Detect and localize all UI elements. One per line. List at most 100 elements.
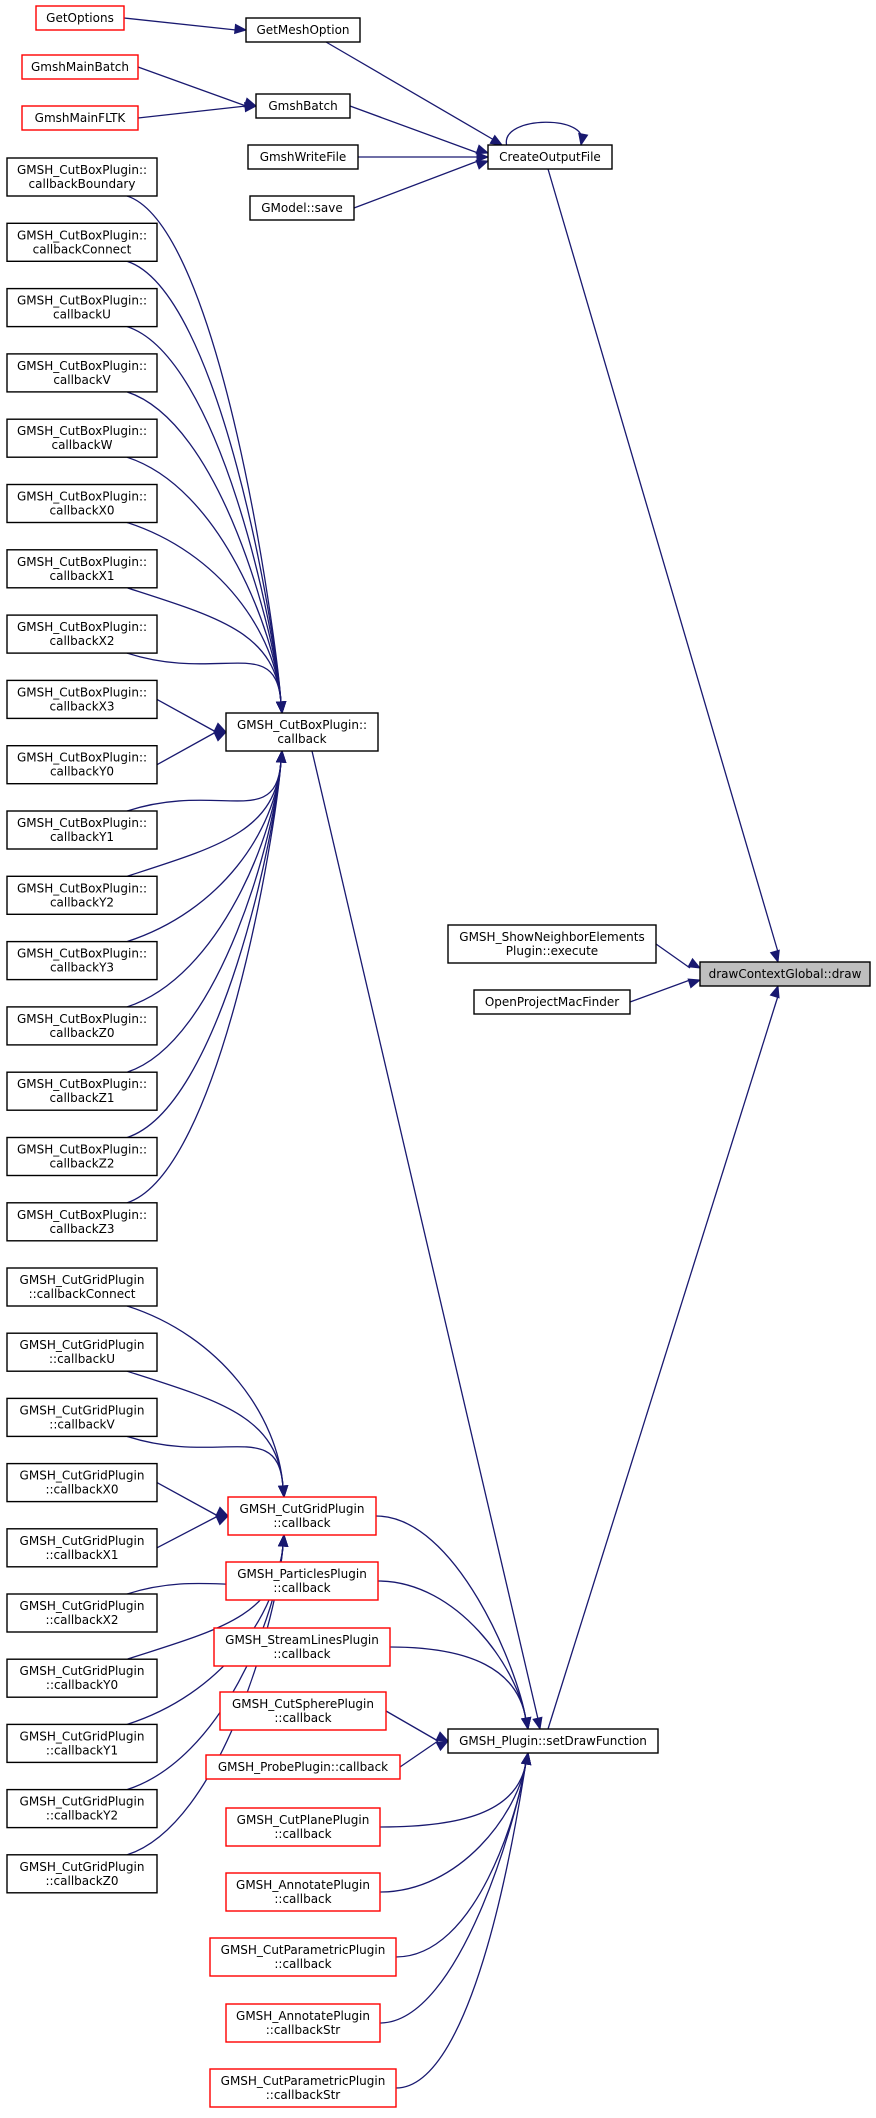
node-cbY2[interactable]: GMSH_CutBoxPlugin::callbackY2 bbox=[6, 875, 158, 915]
node-box-gmshMainFLTK[interactable] bbox=[21, 105, 139, 131]
node-box-gmshWriteFile[interactable] bbox=[247, 144, 359, 170]
node-box-cbZ3[interactable] bbox=[6, 1202, 158, 1242]
node-box-cbU[interactable] bbox=[6, 287, 158, 328]
node-cbU[interactable]: GMSH_CutBoxPlugin::callbackU bbox=[6, 287, 158, 328]
node-box-cutPlaneCallback[interactable] bbox=[225, 1807, 381, 1847]
node-annotateCallback[interactable]: GMSH_AnnotatePlugin::callback bbox=[225, 1872, 381, 1912]
node-cbBoundary[interactable]: GMSH_CutBoxPlugin::callbackBoundary bbox=[6, 157, 158, 197]
node-box-cbX2[interactable] bbox=[6, 614, 158, 654]
node-cgConnect[interactable]: GMSH_CutGridPlugin::callbackConnect bbox=[6, 1267, 158, 1307]
node-cbY1[interactable]: GMSH_CutBoxPlugin::callbackY1 bbox=[6, 810, 158, 850]
node-cgX2[interactable]: GMSH_CutGridPlugin::callbackX2 bbox=[6, 1593, 158, 1633]
node-cbZ1[interactable]: GMSH_CutBoxPlugin::callbackZ1 bbox=[6, 1071, 158, 1111]
node-cutParametricCallbackStr[interactable]: GMSH_CutParametricPlugin::callbackStr bbox=[209, 2068, 397, 2108]
node-box-probeCallback[interactable] bbox=[205, 1754, 401, 1780]
node-cgY2[interactable]: GMSH_CutGridPlugin::callbackY2 bbox=[6, 1788, 158, 1829]
node-box-cbZ2[interactable] bbox=[6, 1136, 158, 1177]
node-getOptions[interactable]: GetOptions bbox=[35, 5, 125, 31]
node-box-streamLinesCallback[interactable] bbox=[213, 1627, 391, 1667]
node-cutBoxCallback[interactable]: GMSH_CutBoxPlugin::callback bbox=[225, 712, 379, 752]
node-box-cgZ0[interactable] bbox=[6, 1854, 158, 1894]
node-cgX1[interactable]: GMSH_CutGridPlugin::callbackX1 bbox=[6, 1528, 158, 1568]
node-probeCallback[interactable]: GMSH_ProbePlugin::callback bbox=[205, 1754, 401, 1780]
node-box-setDrawFunction[interactable] bbox=[447, 1728, 659, 1754]
node-box-cbY3[interactable] bbox=[6, 940, 158, 981]
node-box-cbY1[interactable] bbox=[6, 810, 158, 850]
node-box-showNeighbor[interactable] bbox=[447, 924, 657, 964]
node-box-cbV[interactable] bbox=[6, 353, 158, 393]
node-box-annotateCallback[interactable] bbox=[225, 1872, 381, 1912]
node-box-cgConnect[interactable] bbox=[6, 1267, 158, 1307]
node-box-cgX0[interactable] bbox=[6, 1462, 158, 1503]
node-box-openProjectMac[interactable] bbox=[473, 989, 631, 1015]
node-box-cutParametricCallback[interactable] bbox=[209, 1937, 397, 1977]
node-box-cutSphereCallback[interactable] bbox=[219, 1691, 387, 1731]
node-getMeshOption[interactable]: GetMeshOption bbox=[245, 17, 361, 43]
node-annotateCallbackStr[interactable]: GMSH_AnnotatePlugin::callbackStr bbox=[225, 2003, 381, 2043]
node-box-cbY0[interactable] bbox=[6, 745, 158, 785]
node-cgU[interactable]: GMSH_CutGridPlugin::callbackU bbox=[6, 1332, 158, 1372]
node-box-cgV[interactable] bbox=[6, 1397, 158, 1438]
node-gmshBatch[interactable]: GmshBatch bbox=[255, 93, 351, 119]
node-box-cgU[interactable] bbox=[6, 1332, 158, 1372]
node-box-particlesCallback[interactable] bbox=[225, 1561, 379, 1601]
node-gmshWriteFile[interactable]: GmshWriteFile bbox=[247, 144, 359, 170]
node-cutPlaneCallback[interactable]: GMSH_CutPlanePlugin::callback bbox=[225, 1807, 381, 1847]
node-cutGridCallback[interactable]: GMSH_CutGridPlugin::callback bbox=[227, 1496, 377, 1536]
node-setDrawFunction[interactable]: GMSH_Plugin::setDrawFunction bbox=[447, 1728, 659, 1754]
node-createOutputFile[interactable]: CreateOutputFile bbox=[487, 144, 613, 170]
node-cgY0[interactable]: GMSH_CutGridPlugin::callbackY0 bbox=[6, 1658, 158, 1698]
node-cutSphereCallback[interactable]: GMSH_CutSpherePlugin::callback bbox=[219, 1691, 387, 1731]
node-cgX0[interactable]: GMSH_CutGridPlugin::callbackX0 bbox=[6, 1462, 158, 1503]
node-box-cbBoundary[interactable] bbox=[6, 157, 158, 197]
node-cgZ0[interactable]: GMSH_CutGridPlugin::callbackZ0 bbox=[6, 1854, 158, 1894]
node-cbY3[interactable]: GMSH_CutBoxPlugin::callbackY3 bbox=[6, 940, 158, 981]
node-gmshMainFLTK[interactable]: GmshMainFLTK bbox=[21, 105, 139, 131]
node-cbConnect[interactable]: GMSH_CutBoxPlugin::callbackConnect bbox=[6, 222, 158, 263]
node-box-gmshBatch[interactable] bbox=[255, 93, 351, 119]
node-box-annotateCallbackStr[interactable] bbox=[225, 2003, 381, 2043]
node-draw[interactable]: drawContextGlobal::draw bbox=[699, 961, 871, 987]
node-cgV[interactable]: GMSH_CutGridPlugin::callbackV bbox=[6, 1397, 158, 1438]
node-box-cbZ0[interactable] bbox=[6, 1006, 158, 1046]
node-box-cbY2[interactable] bbox=[6, 875, 158, 915]
node-particlesCallback[interactable]: GMSH_ParticlesPlugin::callback bbox=[225, 1561, 379, 1601]
node-box-cbX1[interactable] bbox=[6, 549, 158, 589]
node-box-getOptions[interactable] bbox=[35, 5, 125, 31]
node-cbZ0[interactable]: GMSH_CutBoxPlugin::callbackZ0 bbox=[6, 1006, 158, 1046]
node-box-cbConnect[interactable] bbox=[6, 222, 158, 263]
node-box-cgY2[interactable] bbox=[6, 1788, 158, 1829]
node-cbW[interactable]: GMSH_CutBoxPlugin::callbackW bbox=[6, 418, 158, 458]
node-box-getMeshOption[interactable] bbox=[245, 17, 361, 43]
node-box-cgX2[interactable] bbox=[6, 1593, 158, 1633]
node-cutParametricCallback[interactable]: GMSH_CutParametricPlugin::callback bbox=[209, 1937, 397, 1977]
node-box-draw[interactable] bbox=[699, 961, 871, 987]
node-cbX0[interactable]: GMSH_CutBoxPlugin::callbackX0 bbox=[6, 483, 158, 524]
node-cgY1[interactable]: GMSH_CutGridPlugin::callbackY1 bbox=[6, 1723, 158, 1764]
node-box-gmodelSave[interactable] bbox=[249, 195, 355, 221]
node-box-cbX0[interactable] bbox=[6, 483, 158, 524]
node-box-cgX1[interactable] bbox=[6, 1528, 158, 1568]
node-box-cbW[interactable] bbox=[6, 418, 158, 458]
node-cbY0[interactable]: GMSH_CutBoxPlugin::callbackY0 bbox=[6, 745, 158, 785]
node-streamLinesCallback[interactable]: GMSH_StreamLinesPlugin::callback bbox=[213, 1627, 391, 1667]
node-box-createOutputFile[interactable] bbox=[487, 144, 613, 170]
node-cbX1[interactable]: GMSH_CutBoxPlugin::callbackX1 bbox=[6, 549, 158, 589]
node-cbX3[interactable]: GMSH_CutBoxPlugin::callbackX3 bbox=[6, 679, 158, 720]
node-box-gmshMainBatch[interactable] bbox=[21, 54, 139, 80]
node-gmodelSave[interactable]: GModel::save bbox=[249, 195, 355, 221]
node-box-cbX3[interactable] bbox=[6, 679, 158, 720]
node-openProjectMac[interactable]: OpenProjectMacFinder bbox=[473, 989, 631, 1015]
node-gmshMainBatch[interactable]: GmshMainBatch bbox=[21, 54, 139, 80]
node-cbZ2[interactable]: GMSH_CutBoxPlugin::callbackZ2 bbox=[6, 1136, 158, 1177]
node-cbZ3[interactable]: GMSH_CutBoxPlugin::callbackZ3 bbox=[6, 1202, 158, 1242]
node-box-cutParametricCallbackStr[interactable] bbox=[209, 2068, 397, 2108]
node-box-cbZ1[interactable] bbox=[6, 1071, 158, 1111]
node-box-cutBoxCallback[interactable] bbox=[225, 712, 379, 752]
node-box-cutGridCallback[interactable] bbox=[227, 1496, 377, 1536]
node-box-cgY0[interactable] bbox=[6, 1658, 158, 1698]
node-cbX2[interactable]: GMSH_CutBoxPlugin::callbackX2 bbox=[6, 614, 158, 654]
node-box-cgY1[interactable] bbox=[6, 1723, 158, 1764]
node-cbV[interactable]: GMSH_CutBoxPlugin::callbackV bbox=[6, 353, 158, 393]
